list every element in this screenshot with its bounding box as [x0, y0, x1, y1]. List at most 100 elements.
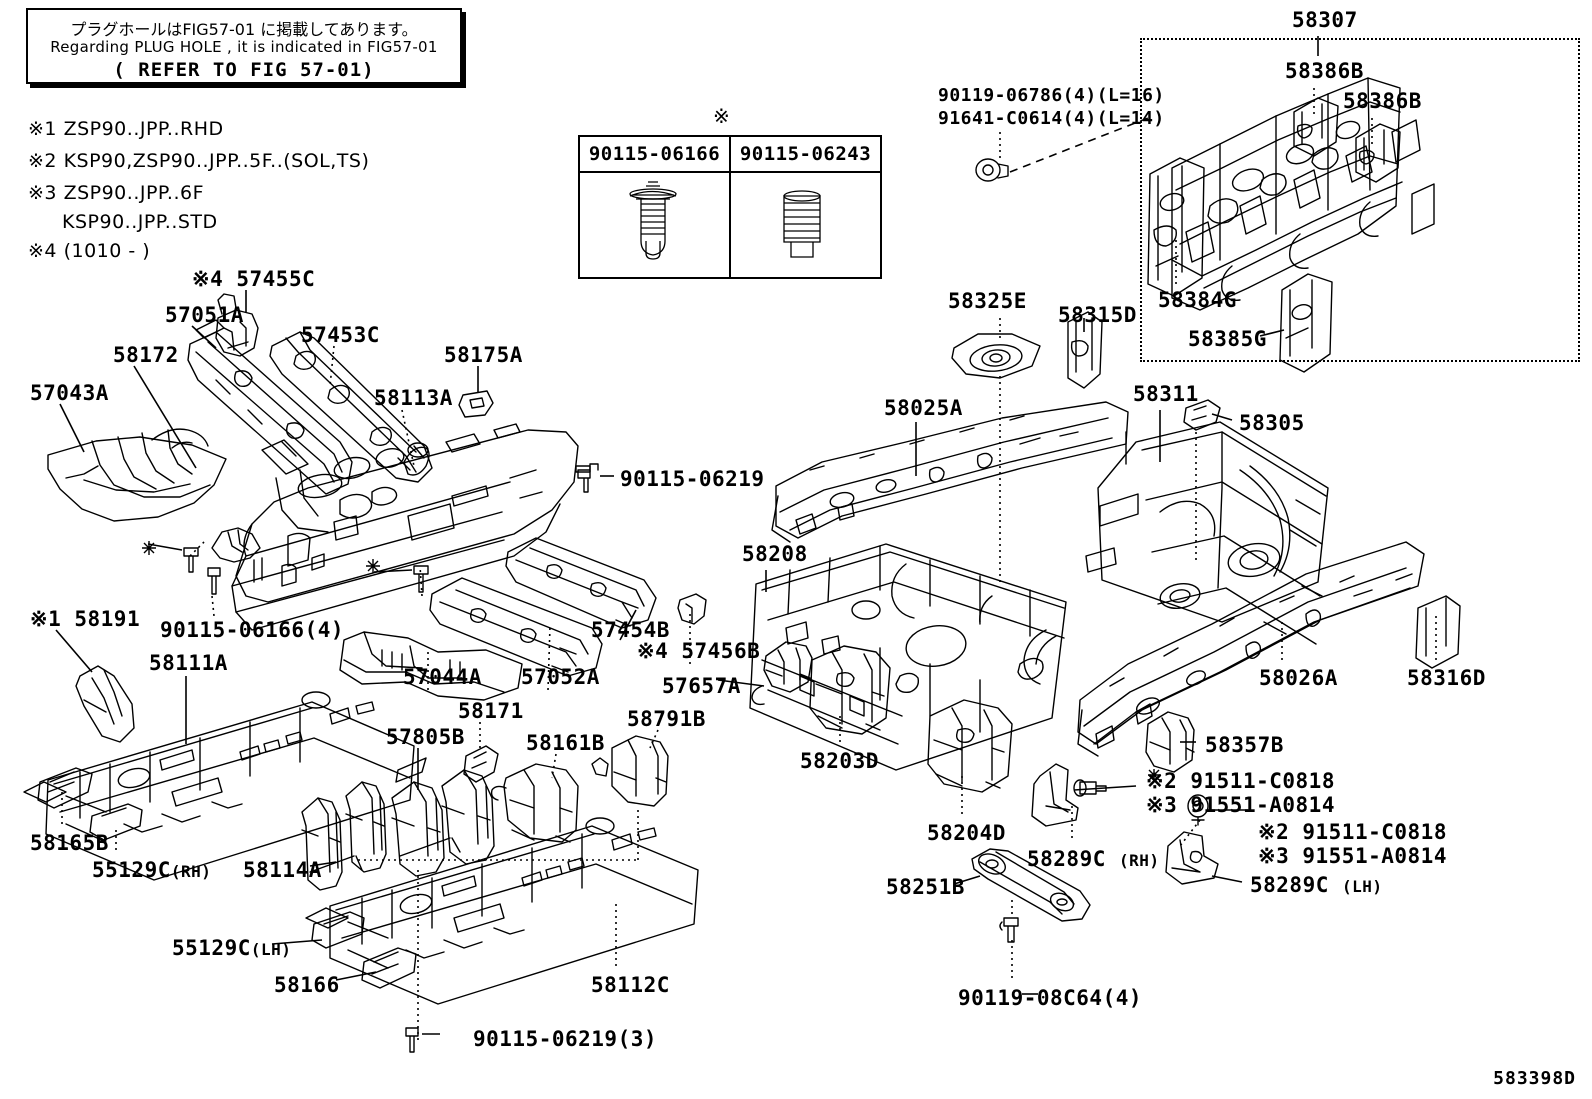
star-note-4-text: (1010 - )	[63, 240, 151, 262]
part-58289C-RH-shape	[1031, 763, 1079, 827]
bolt-91511-C0818-icon-2	[1187, 794, 1209, 826]
callout-55129C-LH-number: 55129C	[172, 936, 251, 960]
part-58791B-shape	[591, 735, 669, 807]
part-58026A-shape	[1077, 541, 1425, 757]
callout-91551-A0814-a: ※3 91551-A0814	[1146, 793, 1335, 817]
bolt-90115-06166-mid-icon	[413, 565, 429, 593]
part-58172-shape	[211, 527, 261, 563]
callout-55129C-RH: 55129C(RH)	[92, 860, 211, 881]
part-57455C-shape	[217, 293, 237, 315]
part-58315D-shape	[1067, 311, 1103, 389]
legend-vertical-divider	[729, 137, 731, 277]
part-58386B-shape-1	[1293, 97, 1339, 157]
part-57044A-shape	[339, 631, 523, 701]
callout-91641-C0614: 91641-C0614(4)(L=14)	[938, 108, 1165, 129]
bolt-90119-06786-icon	[975, 158, 1009, 182]
part-58307-shape	[1171, 77, 1435, 311]
callout-58172: 58172	[113, 343, 179, 367]
callout-57044A: 57044A	[403, 665, 482, 689]
callout-90115-06219-3: 90115-06219(3)	[473, 1027, 658, 1051]
plug-hole-note-box: プラグホールはFIG57-01 に掲載してあります。 Regarding PLU…	[26, 8, 462, 84]
part-58305-shape	[1183, 399, 1221, 431]
part-58289C-LH-shape	[1165, 831, 1219, 885]
callout-57456B: ※4 57456B	[637, 639, 761, 663]
part-58113A-shape	[231, 423, 579, 631]
part-57456B-shape	[677, 593, 707, 625]
callout-58315D: 58315D	[1058, 303, 1137, 327]
lower-back-panel-group-box	[1140, 38, 1580, 362]
note-line-reference: ( REFER TO FIG 57-01)	[113, 59, 375, 81]
part-58175A-shape	[458, 390, 494, 418]
callout-58386B-1: 58386B	[1285, 59, 1364, 83]
part-58251B-shape	[971, 848, 1091, 922]
callout-58026A: 58026A	[1259, 666, 1338, 690]
callout-57805B: 57805B	[386, 725, 465, 749]
callout-57454B: 57454B	[591, 618, 670, 642]
bolt-legend-table: 90115-06166 90115-06243	[578, 135, 882, 279]
callout-58289C-LH-suffix: (LH)	[1342, 877, 1383, 896]
callout-58251B: 58251B	[886, 875, 965, 899]
callout-57052A: 57052A	[521, 665, 600, 689]
part-57051A-shape	[215, 309, 259, 357]
part-58386B-shape-2	[1355, 123, 1401, 183]
star-note-3-mark: ※3	[28, 182, 58, 204]
callout-57453C: 57453C	[301, 323, 380, 347]
part-58357B-shape	[1145, 711, 1195, 773]
callout-57051A: 57051A	[165, 303, 244, 327]
callout-91511-C0818-a: ※2 91511-C0818	[1146, 769, 1335, 793]
note-line-japanese: プラグホールはFIG57-01 に掲載してあります。	[70, 20, 418, 39]
callout-58171: 58171	[458, 699, 524, 723]
diagram-id: 583398D	[1493, 1068, 1576, 1089]
part-58325E-shape	[951, 333, 1041, 379]
callout-91511-C0818-b: ※2 91511-C0818	[1258, 820, 1447, 844]
star-note-3b-text: KSP90..JPP..STD	[62, 211, 218, 233]
part-58172-member-shape	[187, 319, 353, 495]
callout-58113A: 58113A	[374, 386, 453, 410]
part-58316D-shape	[1415, 595, 1461, 669]
callout-91551-A0814-b: ※3 91551-A0814	[1258, 844, 1447, 868]
part-55129C-RH-shape	[89, 803, 143, 841]
callout-58289C-RH-suffix: (RH)	[1119, 851, 1160, 870]
star-note-2-mark: ※2	[28, 150, 58, 172]
callout-58175A: 58175A	[444, 343, 523, 367]
callout-58316D: 58316D	[1407, 666, 1486, 690]
part-58161B-shape	[490, 763, 579, 843]
callout-58114A: 58114A	[243, 858, 322, 882]
callout-58357B: 58357B	[1205, 733, 1284, 757]
part-58171-shape	[463, 745, 499, 783]
part-58112C-shape	[305, 817, 699, 1005]
star-note-3-text: ZSP90..JPP..6F	[63, 182, 205, 204]
callout-58166: 58166	[274, 973, 340, 997]
part-58025A-shape	[771, 401, 1129, 543]
callout-90119-06786: 90119-06786(4)(L=16)	[938, 85, 1165, 106]
callout-58165B: 58165B	[30, 831, 109, 855]
callout-58385G: 58385G	[1188, 327, 1267, 351]
callout-57455C: ※4 57455C	[192, 267, 316, 291]
callout-90115-06219: 90115-06219	[620, 467, 765, 491]
callout-55129C-LH: 55129C(LH)	[172, 938, 291, 959]
star-note-3b: KSP90..JPP..STD	[62, 211, 218, 233]
legend-part-number-2: 90115-06243	[739, 143, 872, 165]
part-58114A-shape	[301, 781, 387, 891]
callout-58191: ※1 58191	[30, 607, 141, 631]
part-57657A-shape	[751, 641, 813, 706]
callout-58307: 58307	[1292, 8, 1358, 32]
callout-58311: 58311	[1133, 382, 1199, 406]
callout-90115-06166-4: 90115-06166(4)	[160, 618, 345, 642]
star-marker-right-1	[1148, 769, 1161, 782]
callout-58289C-LH-number: 58289C	[1250, 873, 1329, 897]
legend-star-symbol: ※	[713, 104, 730, 128]
callout-57657A: 57657A	[662, 674, 741, 698]
bolt-90119-08C64-icon	[999, 917, 1019, 943]
part-57052A-shape	[429, 577, 603, 677]
star-note-3: ※3 ZSP90..JPP..6F	[28, 182, 204, 204]
part-58204D-shape	[927, 699, 1013, 793]
callout-55129C-RH-number: 55129C	[92, 858, 171, 882]
star-note-2: ※2 KSP90,ZSP90..JPP..5F..(SOL,TS)	[28, 150, 369, 172]
callout-55129C-RH-suffix: (RH)	[170, 862, 212, 881]
callout-57043A: 57043A	[30, 381, 109, 405]
callout-58208: 58208	[742, 542, 808, 566]
bolt-icon-90115-06243	[783, 190, 821, 258]
